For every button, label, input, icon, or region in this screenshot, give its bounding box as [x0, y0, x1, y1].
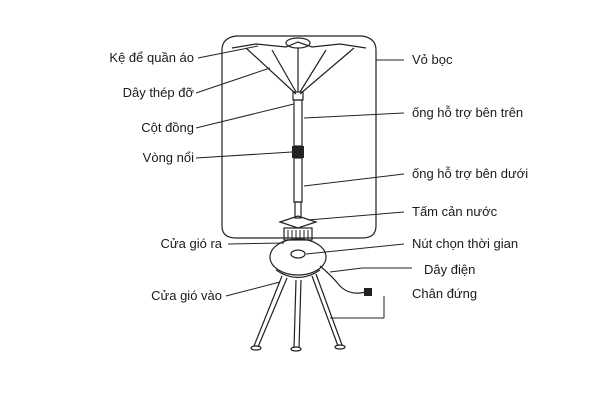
float-ring — [292, 146, 304, 158]
dryer-cover — [221, 35, 377, 239]
label-steel-wire: Dây thép đỡ — [123, 85, 195, 100]
label-rack: Kệ để quần áo — [109, 50, 194, 65]
label-power-cord: Dây điện — [424, 262, 475, 277]
label-timer-knob: Nút chọn thời gian — [412, 236, 518, 251]
label-upper-tube: ống hỗ trợ bên trên — [412, 105, 523, 120]
label-lower-tube: ống hỗ trợ bên dưới — [412, 166, 528, 181]
stand-legs — [250, 273, 346, 352]
support-wires — [245, 47, 355, 95]
timer-knob — [290, 249, 306, 259]
label-copper-pole: Cột đồng — [141, 120, 194, 135]
central-pole — [292, 48, 304, 219]
label-water-shield: Tấm cản nước — [412, 204, 498, 219]
power-cord — [319, 265, 372, 296]
base-unit — [269, 227, 327, 279]
label-stand: Chân đứng — [412, 286, 477, 301]
hanger-rack — [231, 37, 367, 49]
label-air-inlet: Cửa gió vào — [151, 288, 222, 303]
label-float-ring: Vòng nổi — [143, 150, 194, 165]
leader-lines — [195, 45, 412, 319]
label-air-outlet: Cửa gió ra — [161, 236, 223, 251]
water-shield — [278, 215, 318, 229]
label-cover: Vỏ bọc — [412, 52, 453, 67]
